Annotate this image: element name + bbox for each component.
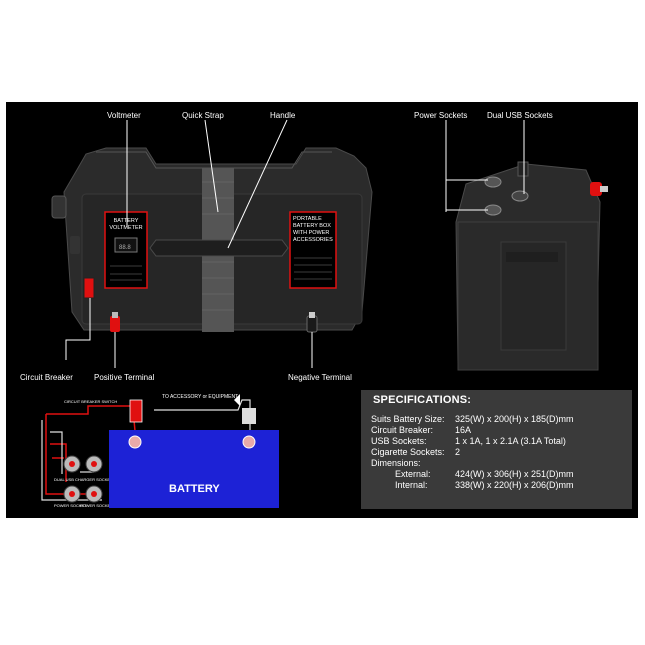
spec-value: 424(W) x 306(H) x 251(D)mm xyxy=(455,469,574,479)
spec-value: 16A xyxy=(455,425,472,435)
battery-terminals xyxy=(128,435,256,449)
callout-handle: Handle xyxy=(270,111,296,120)
voltmeter-panel-line-2: VOLTMETER xyxy=(109,225,143,231)
battery-block: BATTERY xyxy=(109,430,279,508)
battery-label: BATTERY xyxy=(169,483,220,495)
svg-text:88.8: 88.8 xyxy=(119,245,131,251)
wiring-label-to-accessory: TO ACCESSORY or EQUIPMENT xyxy=(162,394,239,400)
wiring-label-circuit-breaker: CIRCUIT BREAKER SWITCH xyxy=(64,399,118,404)
wiring-label-power-socket-1: POWER SOCKET xyxy=(54,503,87,508)
callout-voltmeter: Voltmeter xyxy=(107,111,141,120)
portable-panel-line-4: ACCESSORIES xyxy=(293,237,333,243)
spec-value: 2 xyxy=(455,447,461,457)
wiring-label-dual-usb: DUAL USB CHARGER SOCKET xyxy=(54,477,113,482)
spec-key: External: xyxy=(395,469,431,479)
spec-key: Internal: xyxy=(395,480,428,490)
product-panel: 88.8 xyxy=(6,102,638,518)
wiring-label-power-socket-2: POWER SOCKET xyxy=(80,503,113,508)
portable-panel-line-2: BATTERY BOX xyxy=(293,223,331,229)
spec-key: Circuit Breaker: xyxy=(371,425,434,435)
callout-positive-terminal: Positive Terminal xyxy=(94,373,155,382)
spec-key: Dimensions: xyxy=(371,458,421,468)
spec-key: USB Sockets: xyxy=(371,436,427,446)
callout-circuit-breaker: Circuit Breaker xyxy=(20,373,73,382)
portable-panel-line-1: PORTABLE xyxy=(293,216,322,222)
callout-quick-strap: Quick Strap xyxy=(182,111,224,120)
callout-power-sockets: Power Sockets xyxy=(414,111,468,120)
spec-value: 338(W) x 220(H) x 206(D)mm xyxy=(455,480,574,490)
voltmeter-panel-label: BATTERY VOLTMETER xyxy=(107,218,145,232)
specifications-box: SPECIFICATIONS: Suits Battery Size: 325(… xyxy=(361,390,632,509)
spec-value: 325(W) x 200(H) x 185(D)mm xyxy=(455,414,574,424)
spec-key: Suits Battery Size: xyxy=(371,414,445,424)
spec-key: Cigarette Sockets: xyxy=(371,447,445,457)
portable-panel-label: PORTABLE BATTERY BOX WITH POWER ACCESSOR… xyxy=(293,216,333,244)
callout-negative-terminal: Negative Terminal xyxy=(288,373,352,382)
spec-value: 1 x 1A, 1 x 2.1A (3.1A Total) xyxy=(455,436,566,446)
callout-dual-usb-sockets: Dual USB Sockets xyxy=(487,111,553,120)
voltmeter-panel-line-1: BATTERY xyxy=(113,218,139,224)
specifications-title: SPECIFICATIONS: xyxy=(373,394,472,406)
portable-panel-line-3: WITH POWER xyxy=(293,230,330,236)
